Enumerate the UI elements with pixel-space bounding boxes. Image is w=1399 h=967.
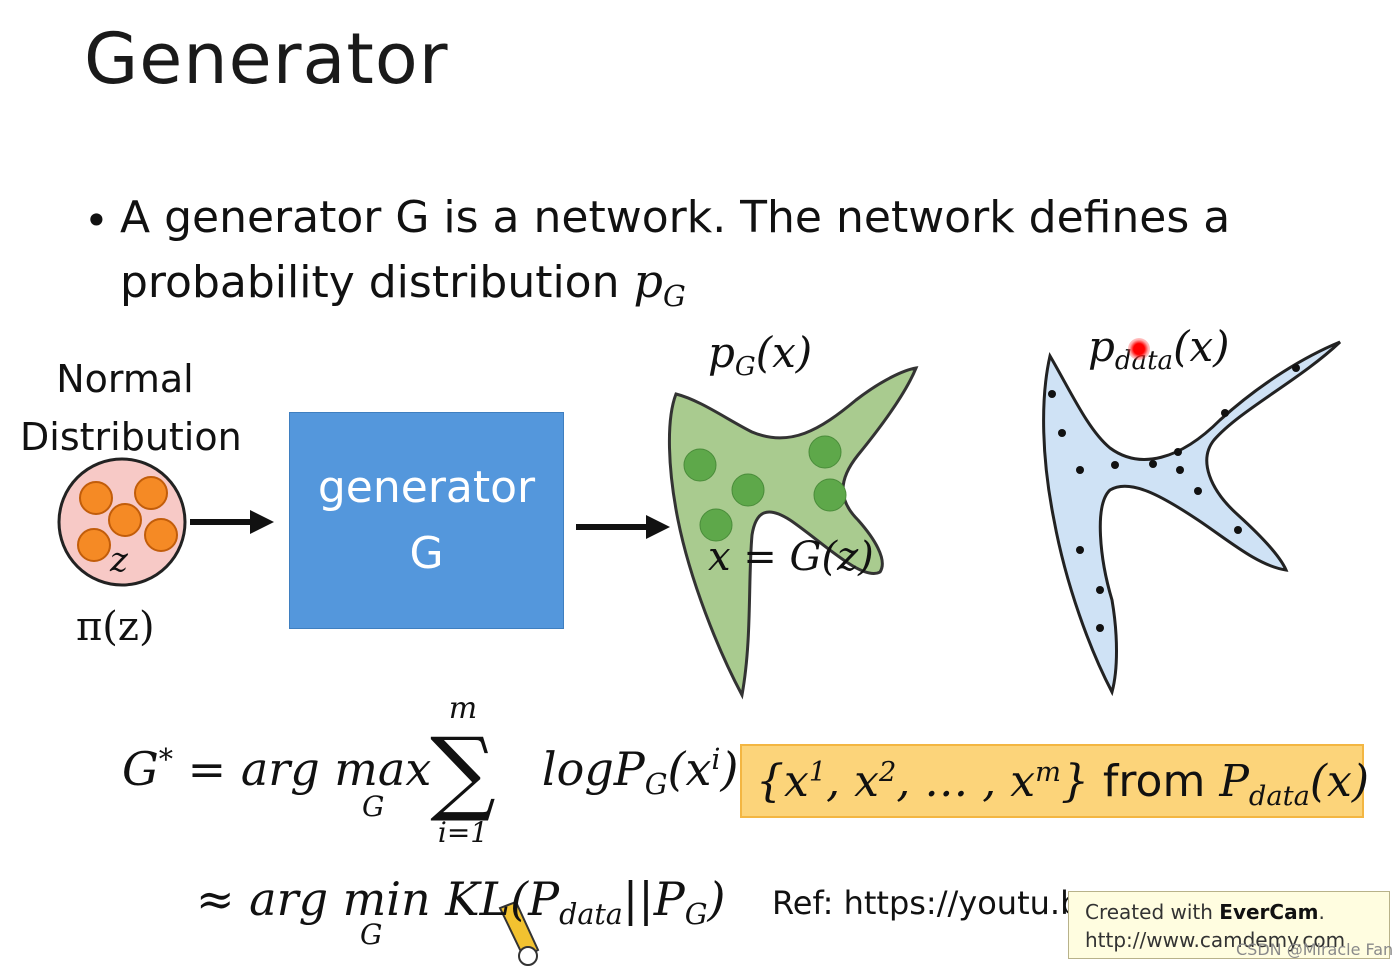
samples-sep1: , x bbox=[826, 756, 879, 807]
formula-lhs: G bbox=[122, 742, 159, 796]
formula-log-arg-open: (x bbox=[667, 742, 712, 796]
normal-distribution-label: Normal Distribution bbox=[20, 350, 242, 466]
generator-box-line1: generator bbox=[317, 461, 536, 513]
normal-label-line1: Normal bbox=[56, 357, 194, 401]
evercam-url: http://www.camdemy.com bbox=[1085, 928, 1346, 952]
z-label: z bbox=[110, 540, 128, 580]
formula-kl-close: ) bbox=[707, 872, 726, 926]
formula-log-term: logP bbox=[541, 742, 645, 796]
arrow-to-generator bbox=[190, 510, 274, 534]
samples-set-open: {x bbox=[756, 756, 809, 807]
pdata-distribution-shape bbox=[1042, 340, 1342, 697]
x-equals-g-z-label: x = G(z) bbox=[708, 534, 874, 580]
formula-log-arg-sup: i bbox=[711, 743, 721, 777]
normal-label-line2: Distribution bbox=[20, 415, 242, 459]
generator-box-line2: G bbox=[409, 527, 444, 579]
pdata-p: p bbox=[1088, 322, 1115, 371]
evercam-brand: EverCam bbox=[1219, 900, 1319, 924]
bullet-math-sub: G bbox=[662, 280, 686, 314]
samples-dots: , … , x bbox=[896, 756, 1036, 807]
sum-lower-limit: i=1 bbox=[437, 816, 489, 849]
normal-distribution-circle bbox=[57, 457, 187, 587]
samples-p-sub: data bbox=[1248, 780, 1310, 812]
formula-log-sub: G bbox=[644, 768, 668, 802]
samples-supm: m bbox=[1035, 757, 1061, 788]
pdata-x-label: pdata(x) bbox=[1088, 322, 1230, 376]
pg-p: p bbox=[708, 328, 735, 377]
reference-link[interactable]: Ref: https://youtu.be bbox=[772, 884, 1101, 922]
pdata-arg: (x) bbox=[1173, 322, 1230, 371]
csdn-watermark: CSDN @Miracle Fan bbox=[1236, 940, 1394, 959]
formula-max-subscript: G bbox=[362, 790, 385, 823]
formula-kl: KL(P bbox=[445, 872, 560, 926]
pg-arg: (x) bbox=[755, 328, 813, 377]
evercam-created-with: Created with bbox=[1085, 900, 1220, 924]
objective-formula-line2: ≈ arg min KL(Pdata||PG) bbox=[196, 872, 726, 931]
formula-kl-sub-data: data bbox=[559, 898, 623, 932]
samples-sup1: 1 bbox=[808, 757, 827, 788]
z-symbol: z bbox=[110, 540, 128, 580]
formula-equals: = bbox=[187, 742, 227, 796]
formula-argmin: arg min bbox=[249, 872, 431, 926]
objective-formula-line1: G* = arg max logPG(xi) bbox=[122, 742, 739, 801]
samples-set-close: } bbox=[1060, 756, 1089, 807]
formula-log-arg-close: ) bbox=[720, 742, 739, 796]
formula-summation: m ∑ i=1 bbox=[418, 692, 508, 848]
formula-min-subscript: G bbox=[360, 918, 383, 951]
generator-box: generator G bbox=[289, 412, 564, 629]
pg-sub: G bbox=[734, 352, 756, 383]
formula-approx: ≈ bbox=[196, 872, 235, 926]
sum-upper-limit: m bbox=[448, 691, 478, 726]
bullet-text-line1: A generator G is a network. The network … bbox=[120, 192, 1231, 243]
bullet-math-p: p bbox=[633, 254, 663, 308]
formula-lhs-sup: * bbox=[158, 743, 174, 777]
pg-distribution-shape bbox=[667, 366, 919, 700]
bullet-math-pg: pG bbox=[633, 254, 686, 313]
page-title: Generator bbox=[84, 18, 449, 100]
pi-z-label: π(z) bbox=[76, 604, 155, 650]
formula-argmax: arg max bbox=[240, 742, 432, 796]
samples-sup2: 2 bbox=[878, 757, 897, 788]
arrow-to-output bbox=[576, 515, 670, 539]
evercam-line1: Created with EverCam. bbox=[1085, 898, 1389, 926]
formula-kl-mid: ||P bbox=[622, 872, 685, 926]
evercam-overlay: Created with EverCam. http://www.camdemy… bbox=[1068, 891, 1390, 959]
bullet-marker: • bbox=[84, 196, 109, 245]
formula-kl-sub-g: G bbox=[684, 898, 708, 932]
samples-p: P bbox=[1219, 756, 1249, 807]
sum-sign: ∑ bbox=[430, 718, 496, 825]
bullet-text-line2-words: probability distribution bbox=[120, 257, 620, 308]
samples-from: from bbox=[1088, 756, 1220, 807]
pointer-cursor-icon bbox=[1128, 338, 1150, 360]
pg-x-label: pG(x) bbox=[708, 328, 813, 382]
samples-highlight-box: {x1, x2, … , xm} from Pdata(x) bbox=[740, 744, 1369, 818]
samples-p-arg: (x) bbox=[1309, 756, 1369, 807]
pencil-cursor-icon bbox=[498, 900, 540, 966]
evercam-brand-dot: . bbox=[1318, 900, 1325, 924]
bullet-text-line2: probability distribution pG bbox=[120, 254, 686, 313]
